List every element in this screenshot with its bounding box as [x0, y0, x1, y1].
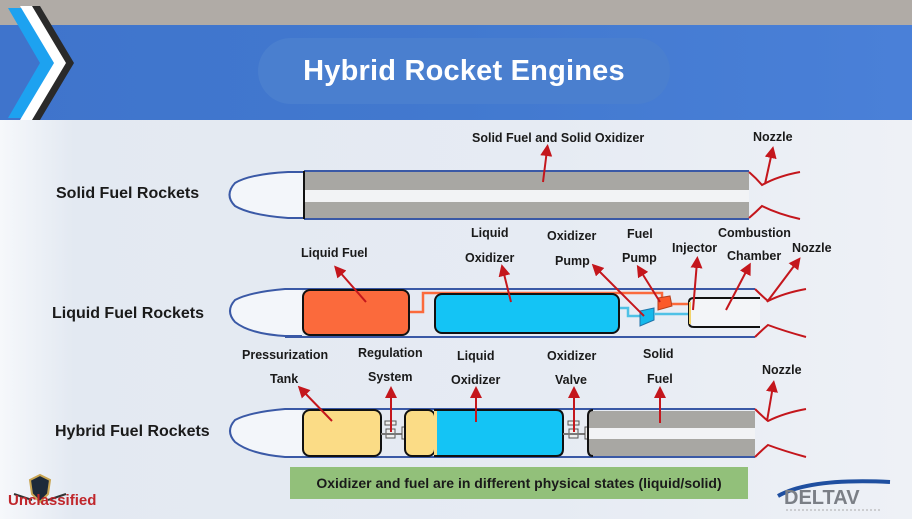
- label-nozzle: Nozzle: [753, 130, 793, 144]
- label-pressurization-tank-l2: Tank: [270, 372, 299, 386]
- label-liquid-oxidizer-l1: Liquid: [471, 226, 509, 240]
- hybrid-rocket: [229, 380, 807, 458]
- label-fuel-pump-l1: Fuel: [627, 227, 653, 241]
- label-hybrid-oxidizer-l1: Liquid: [457, 349, 495, 363]
- label-oxidizer-valve-l1: Oxidizer: [547, 349, 597, 363]
- solid-fuel-grain-bottom: [589, 439, 755, 456]
- solid-fuel-core: [589, 428, 755, 439]
- label-hybrid-oxidizer-l2: Oxidizer: [451, 373, 501, 387]
- annotation-arrow: [636, 264, 661, 303]
- annotation-arrow: [297, 385, 333, 422]
- top-strip: [0, 0, 912, 25]
- solid-rocket: [228, 144, 801, 220]
- label-fuel-pump-l2: Pump: [622, 251, 657, 265]
- oxidizer-pump: [639, 307, 655, 327]
- solid-rocket-nozzle: [748, 171, 801, 220]
- hybrid-rocket-nose: [229, 408, 302, 458]
- label-pressurization-tank-l1: Pressurization: [242, 348, 329, 362]
- combustion-chamber: [688, 297, 760, 328]
- deltav-logo-text: DELTAV: [784, 487, 860, 509]
- annotation-arrow: [334, 265, 367, 303]
- summary-note: Oxidizer and fuel are in different physi…: [290, 467, 748, 499]
- chevron-logo-icon: [8, 6, 74, 120]
- annotation-arrow: [725, 262, 751, 311]
- label-nozzle: Nozzle: [792, 241, 832, 255]
- annotation-arrow: [690, 256, 703, 311]
- label-solid-fuel-l1: Solid: [643, 347, 674, 361]
- annotation-arrow: [766, 257, 801, 303]
- shield-wings-logo-icon: [13, 473, 67, 504]
- label-injector: Injector: [672, 241, 718, 255]
- unclassified-logo-text: Unclassified: [8, 492, 97, 509]
- label-oxidizer-pump-l1: Oxidizer: [547, 229, 597, 243]
- liquid-rocket-nozzle: [754, 288, 807, 338]
- page-title: Hybrid Rocket Engines: [303, 54, 625, 87]
- label-combustion-chamber-l1: Combustion: [718, 226, 791, 240]
- oxidizer-line: [620, 306, 640, 318]
- deltav-logo-icon: DELTAV: [777, 479, 891, 511]
- solid-rocket-core: [304, 190, 749, 202]
- label-oxidizer-pump-l2: Pump: [555, 254, 590, 268]
- label-liquid-fuel: Liquid Fuel: [301, 246, 368, 260]
- row-label-liquid: Liquid Fuel Rockets: [52, 305, 205, 322]
- summary-note-text: Oxidizer and fuel are in different physi…: [316, 475, 722, 491]
- label-solid-fuel-oxidizer: Solid Fuel and Solid Oxidizer: [472, 131, 645, 145]
- liquid-rocket-nose: [229, 288, 302, 337]
- fuel-pump: [657, 295, 673, 311]
- hybrid-oxidizer-tank-yellow: [404, 409, 436, 457]
- label-regulation-system-l2: System: [368, 370, 413, 384]
- title-pill: Hybrid Rocket Engines: [258, 38, 670, 104]
- annotation-arrow: [764, 146, 777, 185]
- label-solid-fuel-l2: Fuel: [647, 372, 673, 386]
- solid-rocket-nose: [228, 171, 303, 219]
- label-liquid-oxidizer-l2: Oxidizer: [465, 251, 515, 265]
- liquid-fuel-tank: [302, 289, 410, 336]
- row-label-solid: Solid Fuel Rockets: [56, 185, 200, 202]
- pressurization-tank: [302, 409, 382, 457]
- annotation-arrow: [498, 264, 512, 303]
- label-nozzle: Nozzle: [762, 363, 802, 377]
- label-combustion-chamber-l2: Chamber: [727, 249, 782, 263]
- annotation-arrow: [540, 144, 553, 183]
- hybrid-oxidizer-tank: [434, 409, 564, 457]
- liquid-rocket: [229, 256, 807, 338]
- label-regulation-system-l1: Regulation: [358, 346, 423, 360]
- solid-rocket-body-bottom: [304, 202, 749, 218]
- hybrid-rocket-nozzle: [754, 408, 807, 458]
- label-oxidizer-valve-l2: Valve: [555, 373, 587, 387]
- liquid-oxidizer-tank: [434, 293, 620, 334]
- solid-fuel-grain-top: [589, 411, 755, 428]
- annotation-arrow: [591, 263, 645, 317]
- solid-rocket-body-top: [304, 172, 749, 190]
- annotation-arrow: [766, 380, 778, 422]
- row-label-hybrid: Hybrid Fuel Rockets: [55, 423, 210, 440]
